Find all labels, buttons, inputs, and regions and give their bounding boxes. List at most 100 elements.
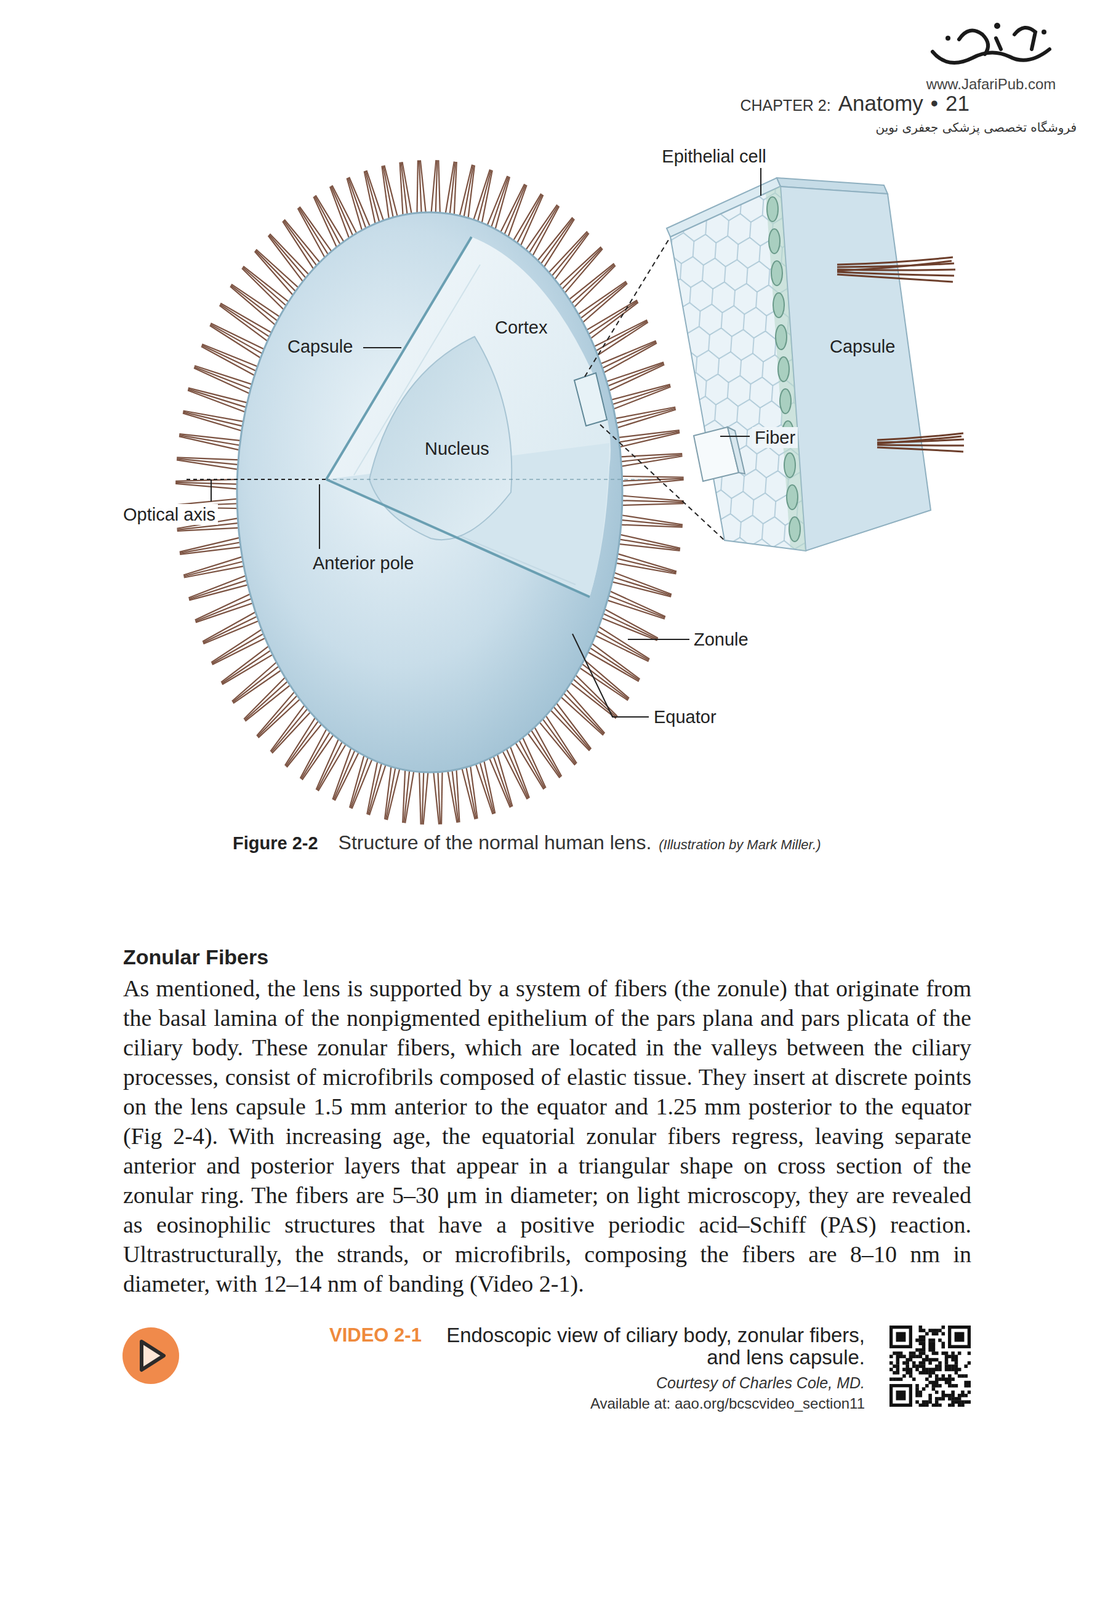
qr-module <box>912 1355 916 1360</box>
qr-module <box>935 1400 939 1405</box>
callout-line <box>584 236 671 377</box>
cut-face <box>326 236 611 598</box>
section-name: Anatomy <box>838 91 924 116</box>
qr-module <box>925 1377 929 1382</box>
qr-module <box>954 1355 959 1360</box>
qr-module <box>922 1400 926 1405</box>
qr-module <box>928 1348 932 1353</box>
qr-module <box>919 1348 923 1353</box>
qr-module <box>947 1377 952 1382</box>
qr-module <box>935 1368 939 1373</box>
body-text: As mentioned, the lens is supported by a… <box>123 973 972 1299</box>
qr-module <box>938 1377 942 1382</box>
qr-module <box>960 1400 965 1405</box>
qr-code <box>889 1325 971 1408</box>
qr-module <box>944 1381 949 1385</box>
leader-line <box>210 479 212 502</box>
qr-module <box>951 1397 955 1402</box>
lens-body <box>236 212 623 773</box>
publisher-logo <box>923 13 1059 76</box>
qr-module <box>963 1364 968 1369</box>
qr-module <box>967 1381 971 1385</box>
qr-module <box>944 1394 949 1398</box>
qr-module <box>935 1397 939 1402</box>
qr-finder <box>954 1332 965 1343</box>
qr-module <box>905 1361 910 1366</box>
qr-module <box>928 1397 932 1402</box>
qr-module <box>922 1345 926 1350</box>
qr-module <box>902 1368 907 1373</box>
qr-module <box>935 1374 939 1379</box>
qr-module <box>947 1368 952 1373</box>
qr-module <box>928 1328 932 1333</box>
qr-module <box>938 1328 942 1333</box>
part-label: Epithelial cell <box>661 145 766 167</box>
qr-module <box>928 1361 932 1366</box>
qr-module <box>925 1400 929 1405</box>
qr-module <box>889 1355 894 1360</box>
qr-module <box>957 1404 962 1408</box>
qr-module <box>922 1328 926 1333</box>
qr-module <box>941 1345 945 1350</box>
qr-module <box>922 1404 926 1408</box>
qr-module <box>896 1377 900 1382</box>
qr-module <box>935 1381 939 1385</box>
optical-axis-line <box>326 478 653 481</box>
qr-finder <box>889 1384 913 1408</box>
qr-module <box>899 1351 904 1356</box>
watermark-url: www.JafariPub.com <box>926 75 1057 93</box>
qr-module <box>922 1335 926 1340</box>
qr-module <box>931 1404 936 1408</box>
qr-module <box>951 1355 955 1360</box>
qr-module <box>954 1364 959 1369</box>
qr-module <box>922 1348 926 1353</box>
fiber-sample <box>727 427 745 474</box>
qr-module <box>899 1377 904 1382</box>
qr-module <box>931 1328 936 1333</box>
part-label: Zonule <box>691 629 751 651</box>
qr-module <box>919 1371 923 1376</box>
qr-module <box>941 1377 945 1382</box>
qr-module <box>892 1351 897 1356</box>
part-label: Cortex <box>494 317 548 338</box>
qr-module <box>922 1338 926 1343</box>
qr-module <box>925 1358 929 1363</box>
qr-module <box>947 1384 952 1389</box>
qr-module <box>960 1374 965 1379</box>
qr-module <box>931 1381 936 1385</box>
qr-module <box>931 1341 936 1346</box>
qr-module <box>922 1371 926 1376</box>
qr-module <box>957 1397 962 1402</box>
qr-module <box>938 1338 942 1343</box>
qr-module <box>951 1391 955 1395</box>
qr-module <box>905 1364 910 1369</box>
qr-finder <box>892 1328 909 1345</box>
qr-module <box>935 1328 939 1333</box>
qr-module <box>963 1381 968 1385</box>
qr-module <box>912 1377 916 1382</box>
qr-module <box>899 1355 904 1360</box>
video-label: VIDEO 2-1 <box>329 1324 422 1347</box>
qr-module <box>928 1345 932 1350</box>
qr-module <box>896 1368 900 1373</box>
qr-module <box>915 1368 920 1373</box>
qr-module <box>931 1338 936 1343</box>
qr-module <box>915 1387 920 1392</box>
qr-module <box>947 1381 952 1385</box>
qr-module <box>889 1377 894 1382</box>
qr-module <box>919 1394 923 1398</box>
qr-module <box>944 1364 949 1369</box>
qr-module <box>912 1351 916 1356</box>
qr-module <box>909 1368 913 1373</box>
qr-module <box>928 1394 932 1398</box>
qr-module <box>909 1358 913 1363</box>
qr-module <box>944 1377 949 1382</box>
part-label: Optical axis <box>120 504 218 526</box>
qr-module <box>902 1355 907 1360</box>
qr-module <box>941 1351 945 1356</box>
qr-module <box>919 1361 923 1366</box>
qr-module <box>935 1384 939 1389</box>
qr-module <box>896 1358 900 1363</box>
qr-module <box>935 1351 939 1356</box>
qr-module <box>951 1358 955 1363</box>
